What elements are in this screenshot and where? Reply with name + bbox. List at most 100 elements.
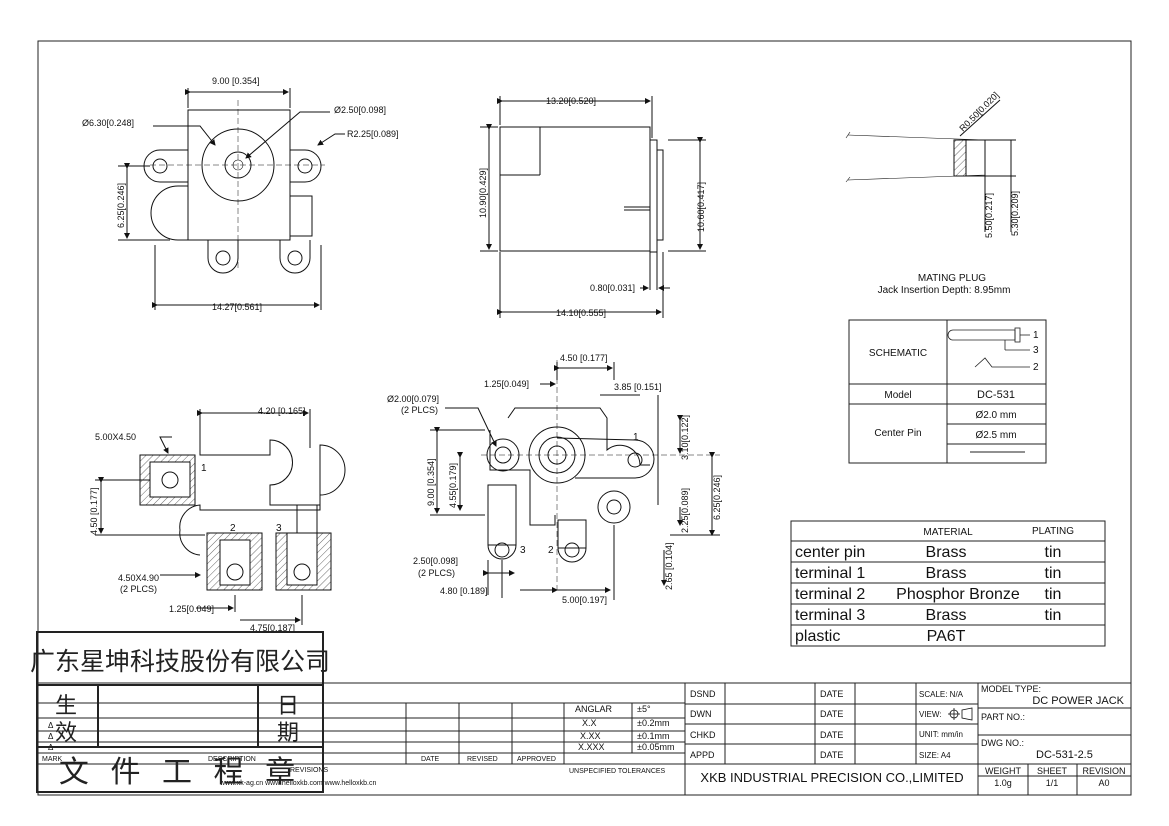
bottom-dim-6-25: 6.25[0.246] [712,475,722,520]
bottom-dim-slot-count: (2 PLCS) [418,568,455,578]
model-label: Model [884,390,911,401]
rev-approved-header: APPROVED [517,756,556,763]
bottom-dim-4-55: 4.55[0.179] [448,463,458,508]
side-view [480,96,706,318]
title-block [38,682,1131,795]
schematic-label: SCHEMATIC [869,348,927,359]
rev-description-header: DESCRIPTION [208,756,256,763]
weight-value: 1.0g [994,778,1012,788]
scale: SCALE: N/A [919,690,964,699]
sheet-label: SHEET [1037,766,1068,776]
bottom-pin-1: 1 [633,432,639,443]
model-type-label: MODEL TYPE: [981,684,1041,694]
center-pin-opt2: Ø2.5 mm [975,430,1016,441]
bottom-dim-9-00: 9.00 [0.354] [426,458,436,506]
plug-dim-outer: 5.50[0.217] [984,193,994,238]
stamp-company-cn: 广东星坤科技股份有限公司 [30,647,330,676]
schematic-pin-3: 3 [1033,345,1039,356]
side-dim-left: 10.90[0.429] [478,168,488,218]
unit: UNIT: mm/in [919,730,963,739]
signoff-dsnd: DSND [690,689,716,699]
revisions-caption: REVISIONS [290,767,328,774]
stamp-right-top: 日 [277,694,299,719]
plating-value: tin [1045,586,1062,603]
plug-dim-radius: R0.50[0.020] [957,90,1001,134]
revision-label: REVISION [1082,766,1125,776]
schematic-pin-2: 2 [1033,362,1039,373]
front-dim-hole: Ø2.50[0.098] [334,105,386,115]
pcb-pin-3: 3 [276,523,282,534]
signoff-dwn: DWN [690,709,712,719]
plug-subtitle: Jack Insertion Depth: 8.95mm [878,285,1011,296]
signoff-date: DATE [820,689,843,699]
material-value: Phosphor Bronze [896,586,1020,603]
tol-value: ±0.05mm [637,742,674,752]
dwg-no-value: DC-531-2.5 [1036,749,1093,761]
plating-value: tin [1045,565,1062,582]
revision-value: A0 [1098,778,1109,788]
bottom-view [430,360,720,600]
pcb-layout-view [95,409,346,625]
rev-revised-header: REVISED [467,756,498,763]
tol-value: ±0.2mm [637,718,669,728]
mating-plug [845,99,1016,232]
signoff-chkd: CHKD [690,730,716,740]
pcb-dim-pads2-count: (2 PLCS) [120,584,157,594]
view: VIEW: [919,710,942,719]
material-part: terminal 3 [795,607,865,624]
material-header: MATERIAL [923,527,973,538]
bottom-pin-3: 3 [520,545,526,556]
center-pin-label: Center Pin [874,428,921,439]
tol-label: ANGLAR [575,704,613,714]
rev-mark-header: MARK [42,756,63,763]
side-dim-top: 13.20[0.520] [546,96,596,106]
company-stamp [36,631,324,793]
bottom-dim-hole: Ø2.00[0.079] [387,394,439,404]
material-value: Brass [926,607,967,624]
tol-label: X.XX [580,731,601,741]
dwg-no-label: DWG NO.: [981,738,1024,748]
company-name: XKB INDUSTRIAL PRECISION CO.,LIMITED [700,770,963,785]
front-dim-radius: R2.25[0.089] [347,129,399,139]
pcb-pin-1: 1 [201,463,207,474]
plating-header: PLATING [1032,526,1074,537]
rev-triangle: Δ [48,732,54,741]
bottom-dim-4-50: 4.50 [0.177] [560,353,608,363]
bottom-dim-1-25: 1.25[0.049] [484,379,529,389]
side-dim-bottom: 14.10[0.555] [556,308,606,318]
bottom-dim-hole-count: (2 PLCS) [401,405,438,415]
material-part: terminal 2 [795,586,865,603]
tol-label: X.X [582,718,597,728]
plug-title: MATING PLUG [918,273,986,284]
stamp-left-top: 生 [55,694,77,719]
model-value: DC-531 [977,389,1015,401]
stamp-right-bottom: 期 [277,721,299,746]
signoff-date: DATE [820,730,843,740]
weight-label: WEIGHT [985,766,1021,776]
front-dim-height: 6.25[0.246] [116,183,126,228]
material-value: Brass [926,544,967,561]
side-dim-right: 10.60[0.417] [696,182,706,232]
material-part: center pin [795,544,865,561]
signoff-appd: APPD [690,750,715,760]
tol-value: ±0.1mm [637,731,669,741]
signoff-date: DATE [820,709,843,719]
pcb-dim-pads2: 4.50X4.90 [118,573,159,583]
rev-date-header: DATE [421,756,439,763]
front-dim-bottom: 14.27[0.561] [212,302,262,312]
material-rows: center pin Brass tin terminal 1 Brass ti… [795,544,1061,645]
tolerances-caption: UNSPECIFIED TOLERANCES [569,768,666,775]
bottom-dim-2-65: 2.65 [0.104] [664,542,674,590]
sheet-value: 1/1 [1046,778,1059,788]
front-dim-top: 9.00 [0.354] [212,76,260,86]
plating-value: tin [1045,607,1062,624]
bottom-dim-4-80: 4.80 [0.189] [440,586,488,596]
plug-dim-inner: 5.30[0.209] [1010,191,1020,236]
pcb-dim-4-75: 4.75[0.187] [250,623,295,633]
pcb-dim-offset: 4.20 [0.165] [258,406,306,416]
pcb-dim-height: 4.50 [0.177] [89,487,99,535]
schematic-pin-1: 1 [1033,330,1039,341]
material-value: PA6T [927,628,966,645]
tol-label: X.XXX [578,742,605,752]
bottom-dim-3-10: 3.10[0.122] [680,415,690,460]
